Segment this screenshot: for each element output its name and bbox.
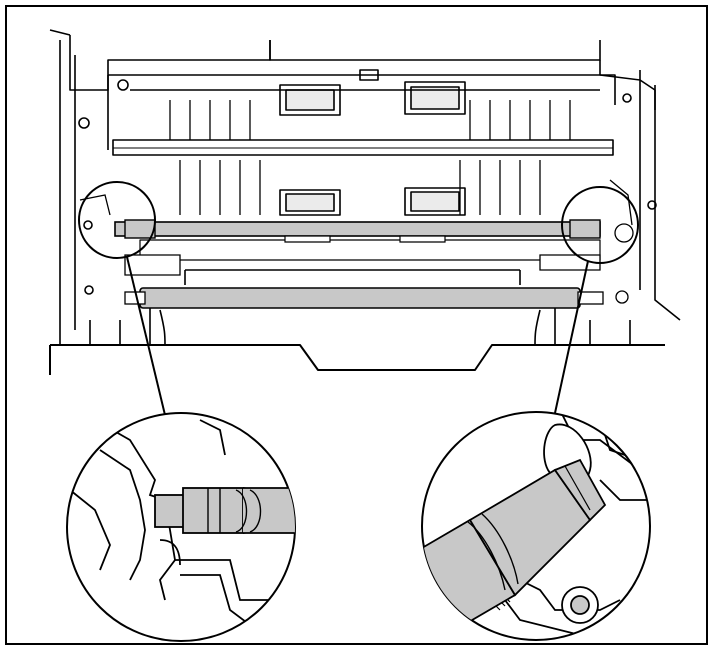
- printer-main-body: [49, 29, 681, 375]
- right-highlight-circle: [561, 186, 639, 264]
- left-shaft-end-detail: [66, 412, 296, 642]
- right-leader-line: [554, 260, 589, 414]
- left-highlight-circle: [78, 181, 156, 259]
- right-shaft-end-detail: [421, 411, 651, 641]
- right-side-gear-assembly: [539, 179, 634, 271]
- left-leader-line: [126, 256, 166, 416]
- feed-roller: [124, 287, 629, 309]
- pickup-roller-shaft: [114, 219, 601, 243]
- left-side-bracket: [79, 194, 181, 276]
